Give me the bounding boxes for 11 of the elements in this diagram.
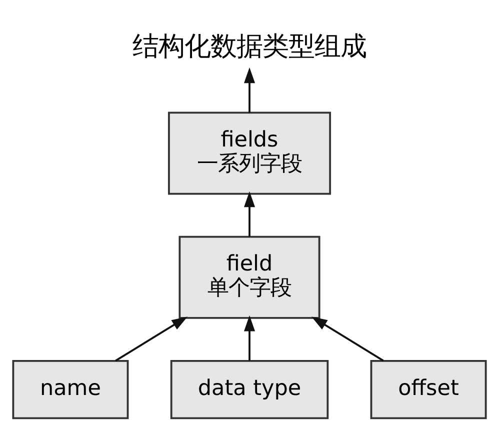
node-text: 结构化数据类型组成 xyxy=(132,31,366,62)
node-box: name xyxy=(12,359,129,419)
arrow xyxy=(115,316,188,361)
node-box: fields 一系列字段 xyxy=(168,111,332,194)
arrow xyxy=(244,314,256,360)
arrow xyxy=(244,190,256,236)
arrow xyxy=(244,66,256,112)
node-box: offset xyxy=(370,359,487,419)
node-box: field 单个字段 xyxy=(178,235,320,318)
arrow xyxy=(311,316,384,361)
node-box: data type xyxy=(170,359,329,419)
